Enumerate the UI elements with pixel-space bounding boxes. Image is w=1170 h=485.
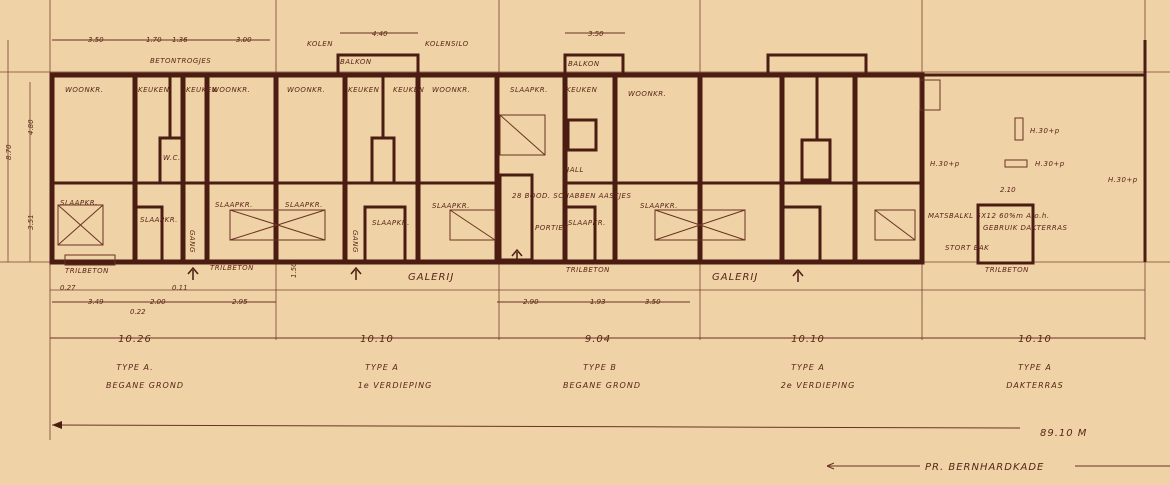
label-keuken: KEUKEN xyxy=(138,86,170,94)
dim-label: 2.95 xyxy=(232,298,248,306)
segment-labels: 10.26 TYPE A. BEGANE GROND 10.10 TYPE A … xyxy=(106,334,1064,390)
segment-floor: BEGANE GROND xyxy=(106,381,184,390)
label-portiek: PORTIEK xyxy=(535,224,569,232)
segment-type: TYPE A xyxy=(365,363,399,372)
segment-3: 9.04 TYPE B BEGANE GROND xyxy=(563,334,641,390)
dim-label: 3.50 xyxy=(645,298,661,306)
label-slaapkr: SLAAPKR. xyxy=(140,216,178,224)
segment-floor: 1e VERDIEPING xyxy=(358,381,433,390)
label-slaapkr: SLAAPKR. xyxy=(510,86,548,94)
label-h30: H.30+p xyxy=(930,160,960,168)
label-slaapkr: SLAAPKR. xyxy=(285,201,323,209)
label-keuken: KEUKEN xyxy=(348,86,380,94)
segment-5: 10.10 TYPE A DAKTERRAS xyxy=(1006,334,1064,390)
segment-length: 10.10 xyxy=(791,334,825,345)
dim-label: 3.50 xyxy=(588,30,604,38)
label-trilbeton: TRILBETON xyxy=(210,264,254,272)
label-h30: H.30+p xyxy=(1030,127,1060,135)
label-woonkr: WOONKR. xyxy=(212,86,250,94)
label-kolen: KOLEN xyxy=(307,40,333,48)
segment-floor: DAKTERRAS xyxy=(1006,381,1064,390)
room-labels: WOONKR. KEUKEN KEUKEN WOONKR. WOONKR. KE… xyxy=(60,40,1138,283)
dim-label: 1.36 xyxy=(172,36,188,44)
label-kolensilo: KOLENSILO xyxy=(425,40,469,48)
label-terrace-note: MATSBALKL 5X12 60%m A.o.h. xyxy=(928,212,1050,220)
label-trilbeton: TRILBETON xyxy=(985,266,1029,274)
segment-length: 10.10 xyxy=(360,334,394,345)
label-trilbeton: TRILBETON xyxy=(65,267,109,275)
label-gang: GANG xyxy=(351,230,359,253)
segment-type: TYPE A. xyxy=(116,363,153,372)
street-label: PR. BERNHARDKADE xyxy=(925,462,1044,473)
total-length-label: 89.10 M xyxy=(1040,428,1087,439)
label-slaapkr: SLAAPKR. xyxy=(372,219,410,227)
dimensions: 3.50 1.70 1.36 3.00 4.40 3.50 4.80 8.70 … xyxy=(5,30,1016,316)
dim-label: 3.49 xyxy=(88,298,104,306)
dim-label: 2.00 xyxy=(150,298,166,306)
label-keuken: KEUKEN xyxy=(566,86,598,94)
dim-label: 1.93 xyxy=(590,298,606,306)
label-h30: H.30+p xyxy=(1108,176,1138,184)
label-keuken: KEUKEN xyxy=(393,86,425,94)
dim-label: 1.50 xyxy=(290,262,298,278)
label-woonkr: WOONKR. xyxy=(287,86,325,94)
segment-floor: 2e VERDIEPING xyxy=(781,381,856,390)
dim-label: 2.90 xyxy=(523,298,539,306)
label-balkon: BALKON xyxy=(340,58,372,66)
dim-label: 8.70 xyxy=(5,144,13,160)
dim-label: 1.70 xyxy=(146,36,162,44)
total-length-line: 89.10 M xyxy=(51,421,1087,439)
dim-label: 3.50 xyxy=(88,36,104,44)
label-slaapkr: SLAAPKR. xyxy=(215,201,253,209)
dim-label: 4.40 xyxy=(372,30,388,38)
segment-floor: BEGANE GROND xyxy=(563,381,641,390)
dim-label: 0.27 xyxy=(60,284,76,292)
dim-label: 3.51 xyxy=(27,214,35,230)
label-hall: HALL xyxy=(564,166,584,174)
label-trilbeton: TRILBETON xyxy=(566,266,610,274)
label-slaapkr: SLAAPKR. xyxy=(60,199,98,207)
dim-label: 0.11 xyxy=(172,284,188,292)
segment-length: 9.04 xyxy=(585,334,611,345)
label-woonkr: WOONKR. xyxy=(628,90,666,98)
furniture-marks xyxy=(57,79,1028,266)
label-stairs-note: 28 BOOD. SCHABBEN AASTJES xyxy=(512,192,631,200)
segment-type: TYPE B xyxy=(583,363,617,372)
segment-type: TYPE A xyxy=(1018,363,1052,372)
label-gang: GANG xyxy=(188,230,196,253)
label-gebruik: GEBRUIK DAKTERRAS xyxy=(983,224,1068,232)
label-galerij: GALERIJ xyxy=(712,272,758,283)
label-h30: H.30+p xyxy=(1035,160,1065,168)
label-woonkr: WOONKR. xyxy=(65,86,103,94)
label-slaapkr: SLAAPKR. xyxy=(432,202,470,210)
walls xyxy=(49,40,1147,265)
entrance-arrow-icons xyxy=(187,248,804,282)
segment-length: 10.10 xyxy=(1018,334,1052,345)
label-slaapkr: SLAAPKR. xyxy=(640,202,678,210)
label-wc: W.C. xyxy=(163,154,181,162)
segment-length: 10.26 xyxy=(118,334,152,345)
segment-4: 10.10 TYPE A 2e VERDIEPING xyxy=(781,334,856,390)
label-woonkr: WOONKR. xyxy=(432,86,470,94)
label-keuken: KEUKEN xyxy=(186,86,218,94)
dim-label: 2.10 xyxy=(1000,186,1016,194)
label-betontrogjes: BETONTROGJES xyxy=(150,57,211,65)
label-stortbak: STORT BAK xyxy=(945,244,990,252)
label-slaapkr: SLAAPKR. xyxy=(568,219,606,227)
dim-label: 3.00 xyxy=(236,36,252,44)
dim-label: 0.22 xyxy=(130,308,146,316)
segment-type: TYPE A xyxy=(791,363,825,372)
segment-1: 10.26 TYPE A. BEGANE GROND xyxy=(106,334,184,390)
street-label-group: PR. BERNHARDKADE xyxy=(826,462,1170,473)
segment-2: 10.10 TYPE A 1e VERDIEPING xyxy=(358,334,433,390)
label-balkon: BALKON xyxy=(568,60,600,68)
dim-label: 4.80 xyxy=(27,119,35,135)
label-galerij: GALERIJ xyxy=(408,272,454,283)
